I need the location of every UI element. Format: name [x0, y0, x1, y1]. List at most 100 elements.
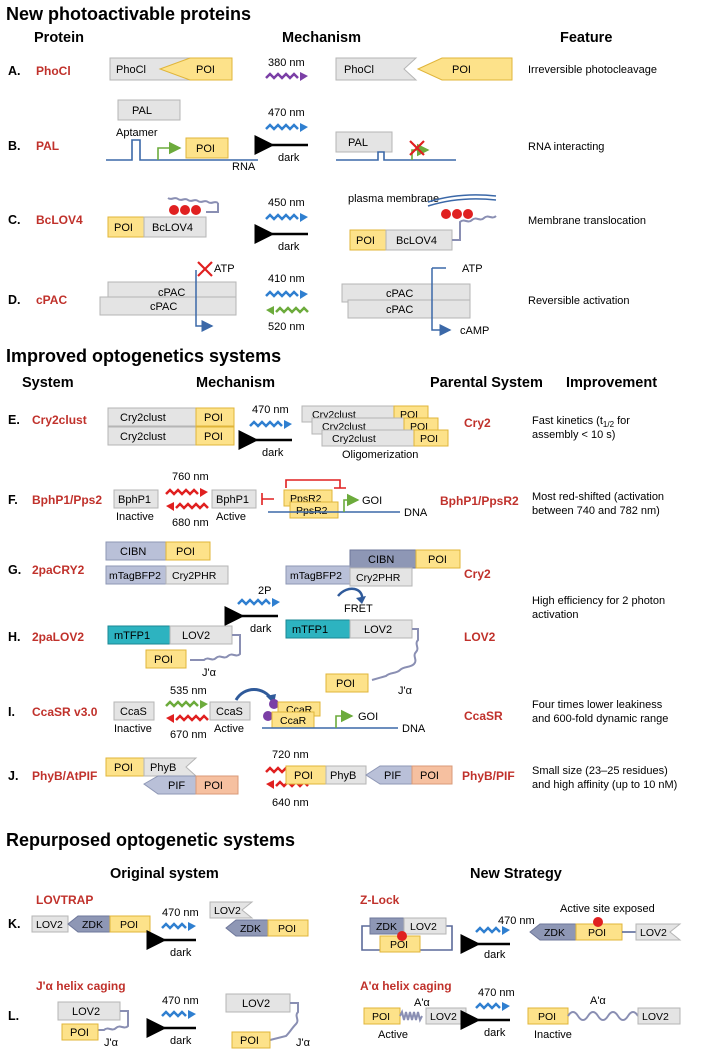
parental-name: LOV2 — [464, 630, 496, 644]
section-title-new: New photoactivable proteins — [6, 4, 251, 24]
repression-bar — [261, 493, 274, 505]
fret-label: FRET — [344, 603, 373, 615]
rna-label: RNA — [232, 161, 256, 173]
goi-label: GOI — [358, 711, 378, 723]
charge — [452, 209, 462, 219]
inactive-lov2-box — [637, 1007, 681, 1025]
light-label: 470 nm — [252, 404, 289, 416]
block-cross — [409, 140, 425, 156]
exposed-zdk-label: ZDK — [544, 927, 565, 939]
light2-arrow — [275, 306, 309, 314]
active-label: Active — [378, 1029, 408, 1041]
active-label: Active — [214, 723, 244, 735]
light1-arrowhead — [200, 700, 208, 709]
light-arrowhead-new — [502, 926, 510, 935]
olig-poi — [413, 429, 449, 447]
phocl-cleaved-box — [335, 57, 418, 81]
inactive-label: Inactive — [116, 511, 154, 523]
active-label: Active — [216, 511, 246, 523]
header-parental: Parental System — [430, 375, 543, 391]
light-arrow — [265, 213, 299, 221]
header-feature: Feature — [560, 30, 612, 46]
light-arrow — [265, 123, 299, 131]
bphp1-label: BphP1 — [118, 494, 151, 506]
parental-name: Cry2 — [464, 567, 491, 581]
phosphate — [269, 699, 279, 709]
improvement-text-gh-2: activation — [532, 609, 578, 621]
cpac-box-front — [99, 296, 237, 316]
row-l: L. J'α helix caging LOV2 POI J'α 470 nm … — [8, 979, 681, 1049]
parental-name: PhyB/PIF — [462, 769, 515, 783]
dark-label-new: dark — [484, 949, 506, 961]
light-arrow-new — [475, 1002, 501, 1010]
row-letter: I. — [8, 705, 15, 719]
improvement-text-2: and high affinity (up to 10 nM) — [532, 779, 677, 791]
protein-name: PAL — [36, 139, 59, 153]
poi-label: POI — [196, 64, 215, 76]
poi-complex-label-2: POI — [420, 770, 439, 782]
feature-text: Membrane translocation — [528, 215, 646, 227]
cry2phr-label: Cry2PHR — [172, 570, 217, 582]
light-label: 470 nm — [162, 995, 199, 1007]
light-label: 470 nm — [162, 907, 199, 919]
poi-released-label: POI — [452, 64, 471, 76]
light-arrowhead — [300, 213, 308, 222]
row-j: J. PhyB/AtPIF POI PhyB PIF POI 720 nm 64… — [8, 749, 677, 809]
row-letter: D. — [8, 293, 21, 307]
goi-label: GOI — [362, 495, 382, 507]
exposed-label: Active site exposed — [560, 903, 655, 915]
exposed-lov2 — [635, 923, 682, 941]
poi-free-box — [267, 919, 309, 937]
ja-label: J'α — [202, 667, 217, 679]
lov2-lit-label: LOV2 — [242, 998, 270, 1010]
output-line — [195, 270, 214, 332]
light1-arrow — [265, 290, 299, 298]
improvement-text-2: between 740 and 782 nm) — [532, 505, 660, 517]
aa-helix-loose — [567, 1011, 639, 1021]
poi-lit-label: POI — [336, 678, 355, 690]
ja-lit-label: J'α — [296, 1037, 311, 1049]
feature-text: Irreversible photocleavage — [528, 64, 657, 76]
cpac-active-back-label: cPAC — [386, 288, 413, 300]
output-line-active — [431, 267, 450, 330]
light-label: 2P — [258, 585, 271, 597]
row-letter: C. — [8, 213, 21, 227]
block-cross — [197, 261, 213, 277]
poi-complex-box-2 — [411, 765, 453, 785]
light-arrow — [161, 1010, 187, 1018]
poi-bound-label: POI — [428, 554, 447, 566]
poi-lit-box — [325, 673, 369, 693]
light-arrow-new — [475, 926, 501, 934]
charge — [463, 209, 473, 219]
cry-label: Cry2clust — [120, 412, 166, 424]
protein-name: BcLOV4 — [36, 213, 83, 227]
phocl-label: PhoCl — [116, 64, 146, 76]
light1-arrow — [165, 700, 199, 708]
aptamer-label: Aptamer — [116, 127, 158, 139]
dark-label: dark — [278, 241, 300, 253]
ppsr2-box — [289, 501, 339, 519]
poi-label: POI — [176, 546, 195, 558]
lov2-lit-label: LOV2 — [364, 624, 392, 636]
light1-arrowhead — [300, 290, 308, 299]
row-letter: B. — [8, 139, 21, 153]
light1-label: 720 nm — [272, 749, 309, 761]
phocl-cleaved-label: PhoCl — [344, 64, 374, 76]
row-d: D. cPAC cPAC cPAC ATP 410 nm 520 nm cPAC… — [8, 261, 630, 337]
ccas-label: CcaS — [120, 706, 147, 718]
dark-label: dark — [278, 152, 300, 164]
light-arrowhead — [300, 123, 308, 132]
poi-released-box — [416, 57, 513, 81]
parental-name: CcaSR — [464, 709, 503, 723]
pif-complex-label: PIF — [384, 770, 401, 782]
active-poi-label: POI — [372, 1011, 390, 1023]
cpac-front-label: cPAC — [150, 301, 177, 313]
pal-box — [117, 99, 181, 121]
light2-arrowhead — [266, 780, 274, 789]
dark-label-new: dark — [484, 1027, 506, 1039]
system-name: Cry2clust — [32, 413, 87, 427]
phyb-label: PhyB — [150, 762, 176, 774]
cpac-active-front — [347, 299, 471, 319]
header-system: System — [22, 375, 74, 391]
aa-loose-label: A'α — [590, 995, 606, 1007]
